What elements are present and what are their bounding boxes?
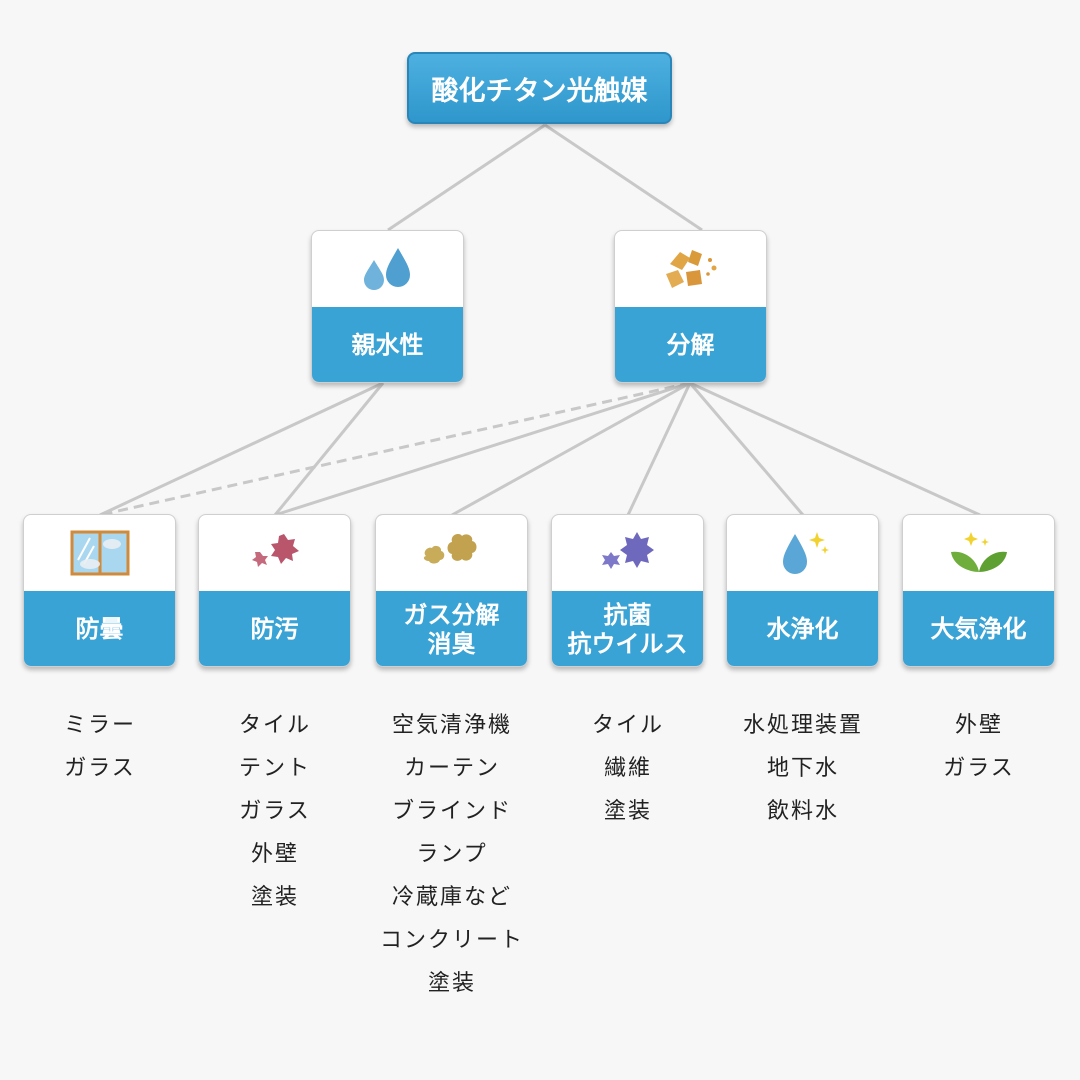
effect-gas-deodorize: ガス分解 消臭 [375,514,528,667]
dirt-particles-icon [251,534,299,567]
applications-antifog: ミラー ガラス [12,708,188,794]
effect-label: 防汚 [199,591,350,666]
effect-air-purification: 大気浄化 [902,514,1055,667]
applications-antibacterial: タイル 繊維 塗装 [540,708,716,837]
application-item: 飲料水 [766,799,839,824]
effect-antifog: 防曇 [23,514,176,667]
root-node: 酸化チタン光触媒 [407,52,672,124]
node-hydrophilic: 親水性 [311,230,464,383]
application-item: カーテン [403,756,500,781]
application-item: ガラス [239,799,311,824]
water-drops-icon [363,248,410,290]
application-item: 塗装 [427,971,476,996]
node-label: 親水性 [312,307,463,382]
effect-label: 抗菌 抗ウイルス [552,591,703,666]
applications-antifouling: タイル テント ガラス 外壁 塗装 [187,708,363,923]
root-label: 酸化チタン光触媒 [431,75,648,107]
sparkling-drop-icon [782,532,829,574]
application-item: ガラス [64,756,136,781]
node-decomposition: 分解 [614,230,767,383]
node-label: 分解 [615,307,766,382]
applications-water: 水処理装置 地下水 飲料水 [715,708,891,837]
application-item: 地下水 [766,756,839,781]
application-item: 外壁 [250,842,299,867]
application-item: 空気清浄機 [391,713,512,738]
broken-particle-icon [665,250,716,288]
applications-gas: 空気清浄機 カーテン ブラインド ランプ 冷蔵庫など コンクリート 塗装 [364,708,540,1009]
application-item: 冷蔵庫など [391,885,512,910]
effect-label: ガス分解 消臭 [376,591,527,666]
application-item: テント [238,756,311,781]
application-item: 塗装 [250,885,299,910]
application-item: タイル [238,713,311,738]
effect-label: 大気浄化 [903,591,1054,666]
gas-particles-icon [423,534,476,564]
application-item: コンクリート [379,928,524,953]
application-item: ミラー [63,713,136,738]
application-item: タイル [591,713,664,738]
window-icon [70,530,129,576]
application-item: ブラインド [391,799,512,824]
application-item: ガラス [943,756,1015,781]
application-item: 塗装 [603,799,652,824]
applications-air: 外壁 ガラス [891,708,1067,794]
effect-antifouling: 防汚 [198,514,351,667]
virus-icon [601,532,654,569]
effect-water-purification: 水浄化 [726,514,879,667]
application-item: 水処理装置 [742,713,863,738]
application-item: ランプ [416,842,488,867]
sprout-icon [950,532,1007,572]
application-item: 繊維 [603,756,652,781]
application-item: 外壁 [954,713,1003,738]
effect-label: 水浄化 [727,591,878,666]
effect-antibacterial: 抗菌 抗ウイルス [551,514,704,667]
effect-label: 防曇 [24,591,175,666]
